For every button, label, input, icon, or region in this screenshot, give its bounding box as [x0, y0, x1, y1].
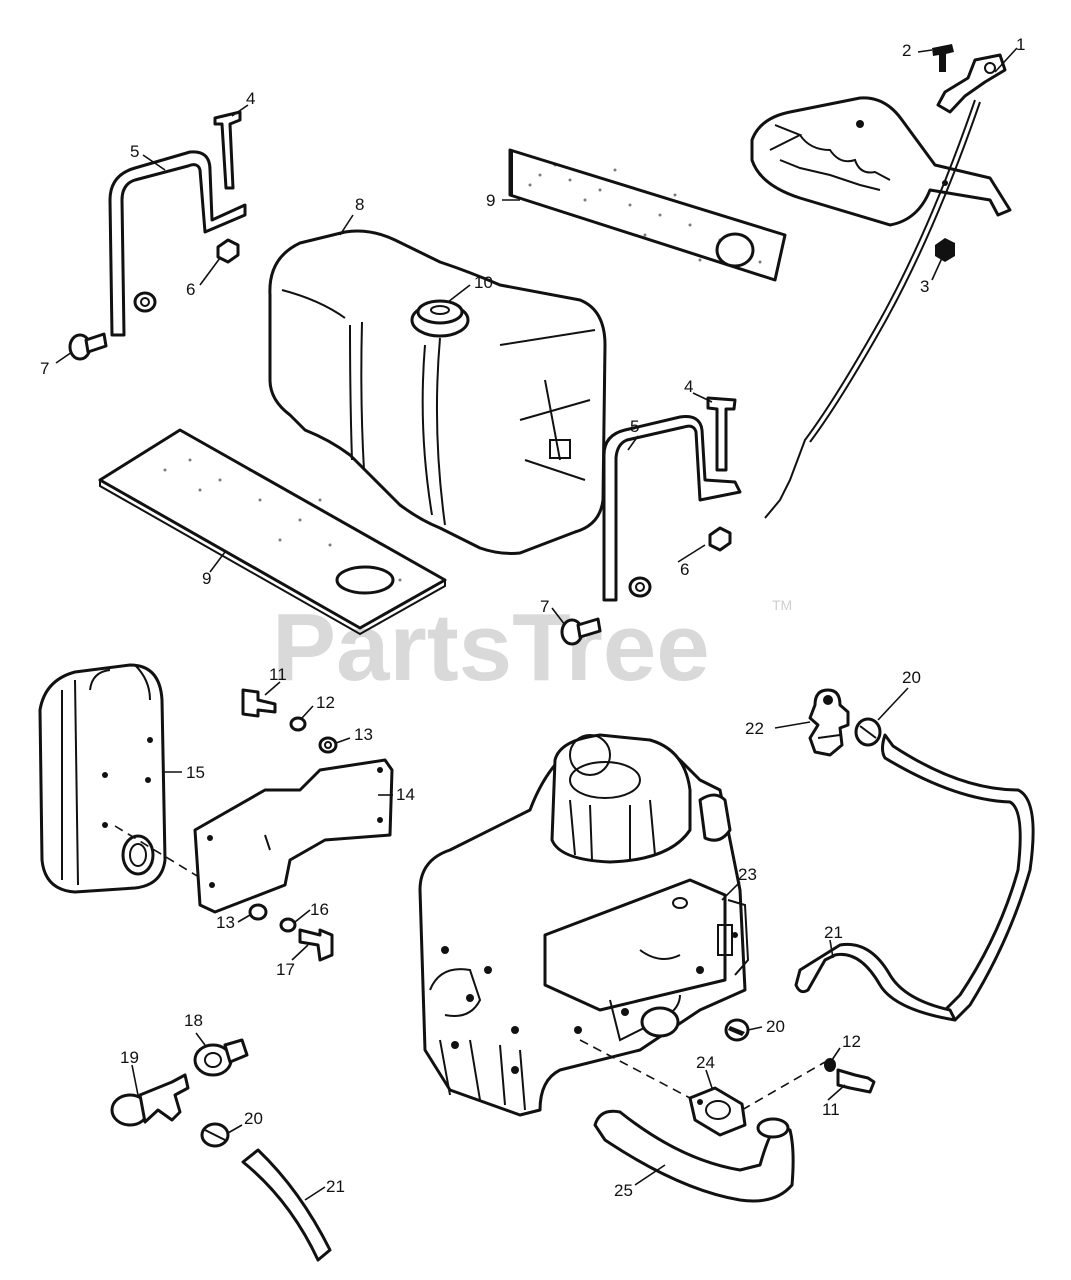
callout-7-left: 7: [40, 359, 49, 378]
breather-tube[interactable]: [593, 1109, 795, 1203]
fuel-pump-gasket[interactable]: [688, 1086, 747, 1137]
lockwasher-bottom[interactable]: [279, 917, 297, 933]
bushing[interactable]: [193, 1038, 249, 1077]
washer-muffler-top[interactable]: [289, 716, 307, 732]
engine[interactable]: [418, 733, 750, 1117]
callout-3: 3: [920, 277, 929, 296]
nut-right[interactable]: [708, 526, 732, 552]
callout-15: 15: [186, 763, 205, 782]
fuel-cap[interactable]: [410, 299, 470, 338]
callout-5-left: 5: [130, 142, 139, 161]
muffler-alignment-line: [114, 825, 213, 886]
tank-pad-upper[interactable]: [508, 148, 787, 282]
callout-8: 8: [355, 195, 364, 214]
callout-5-right: 5: [630, 417, 639, 436]
callout-22: 22: [745, 719, 764, 738]
callout-6-left: 6: [186, 280, 195, 299]
callout-14: 14: [396, 785, 415, 804]
locknut-right[interactable]: [628, 576, 652, 598]
callout-23: 23: [738, 865, 757, 884]
callout-6-right: 6: [680, 560, 689, 579]
hose-clamp-fitting[interactable]: [854, 717, 882, 747]
callout-16: 16: [310, 900, 329, 919]
callout-20-fitting: 20: [902, 668, 921, 687]
callout-11-lower: 11: [822, 1100, 840, 1119]
callout-7-right: 7: [540, 597, 549, 616]
callout-9-upper: 9: [486, 191, 495, 210]
shutoff-valve[interactable]: [110, 1073, 190, 1127]
callout-12-lower: 12: [842, 1032, 861, 1051]
callout-1: 1: [1016, 35, 1025, 54]
hose-clamp-engine[interactable]: [724, 1018, 750, 1042]
callout-24: 24: [696, 1053, 715, 1072]
callout-20-valve: 20: [244, 1109, 263, 1128]
fuel-hose-upper[interactable]: [794, 733, 1035, 1022]
bolt-pump[interactable]: [836, 1068, 876, 1094]
bracket-nut[interactable]: [935, 238, 955, 262]
muffler[interactable]: [38, 663, 167, 894]
callout-2: 2: [902, 41, 911, 60]
flat-washer-top[interactable]: [318, 736, 338, 754]
callout-18: 18: [184, 1011, 203, 1030]
callout-labels: 1 2 3 4 4 5 5 6 6 7 7 8 9 9 10 11 11 12 …: [40, 35, 1025, 1200]
bolt-muffler-bottom[interactable]: [298, 928, 334, 962]
pump-alignment-line-right: [741, 1061, 826, 1111]
locknut-left[interactable]: [133, 291, 157, 313]
throttle-cable[interactable]: [764, 99, 981, 519]
pump-alignment-line-left: [579, 1039, 691, 1099]
callout-21-lower: 21: [326, 1177, 345, 1196]
flat-washer-bottom[interactable]: [248, 903, 268, 921]
callout-19: 19: [120, 1048, 139, 1067]
tank-strap-left[interactable]: [108, 150, 247, 337]
callout-4-right: 4: [684, 377, 693, 396]
callout-21-upper: 21: [824, 923, 843, 942]
hose-clamp-valve[interactable]: [200, 1122, 230, 1148]
cable-clip[interactable]: [936, 53, 1007, 114]
tank-pad-lower[interactable]: [98, 428, 447, 636]
fuel-tank[interactable]: [268, 229, 607, 555]
callout-25: 25: [614, 1181, 633, 1200]
bolt-right[interactable]: [706, 396, 737, 472]
tank-strap-right[interactable]: [602, 415, 742, 602]
leader-lines: [55, 47, 1018, 1201]
bolt-muffler-top[interactable]: [241, 688, 277, 718]
callout-20-engine: 20: [766, 1017, 785, 1036]
bolt-left[interactable]: [213, 110, 242, 190]
thumbscrew-left[interactable]: [68, 332, 108, 361]
callout-4-left: 4: [246, 89, 255, 108]
thumbscrew-right[interactable]: [560, 617, 602, 646]
muffler-bracket[interactable]: [193, 758, 394, 914]
callout-11-upper: 11: [269, 665, 287, 684]
watermark-trademark: TM: [772, 597, 792, 613]
throttle-bracket[interactable]: [750, 96, 1012, 227]
fuel-hose-lower[interactable]: [241, 1148, 332, 1262]
fuel-fitting[interactable]: [808, 688, 850, 757]
callout-13-upper: 13: [354, 725, 373, 744]
callout-12-upper: 12: [316, 693, 335, 712]
callout-9-lower: 9: [202, 569, 211, 588]
washer-pump[interactable]: [824, 1058, 836, 1072]
callout-13-lower: 13: [216, 913, 235, 932]
nut-left[interactable]: [216, 238, 240, 264]
callout-17: 17: [276, 960, 295, 979]
callout-10: 10: [474, 273, 493, 292]
clip-screw[interactable]: [932, 44, 954, 72]
